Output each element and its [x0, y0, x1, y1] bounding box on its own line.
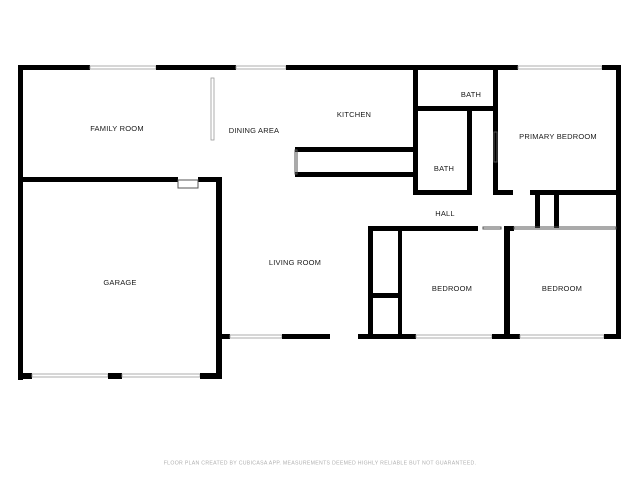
- room-label-primary-bedroom: PRIMARY BEDROOM: [519, 132, 597, 141]
- room-label-garage: GARAGE: [103, 278, 136, 287]
- room-label-living-room: LIVING ROOM: [269, 258, 321, 267]
- interior-walls: [18, 65, 621, 339]
- room-label-kitchen: KITCHEN: [337, 110, 371, 119]
- room-labels: FAMILY ROOM DINING AREA KITCHEN BATH PRI…: [90, 90, 597, 293]
- exterior-walls: [18, 65, 621, 380]
- room-label-bath-lower: BATH: [434, 164, 454, 173]
- footer-disclaimer: FLOOR PLAN CREATED BY CUBICASA APP. MEAS…: [164, 460, 477, 466]
- room-label-family-room: FAMILY ROOM: [90, 124, 144, 133]
- room-label-dining-area: DINING AREA: [229, 126, 280, 135]
- room-label-bath-upper: BATH: [461, 90, 481, 99]
- room-label-bedroom-middle: BEDROOM: [432, 284, 472, 293]
- room-label-hall: HALL: [435, 209, 455, 218]
- room-label-bedroom-right: BEDROOM: [542, 284, 582, 293]
